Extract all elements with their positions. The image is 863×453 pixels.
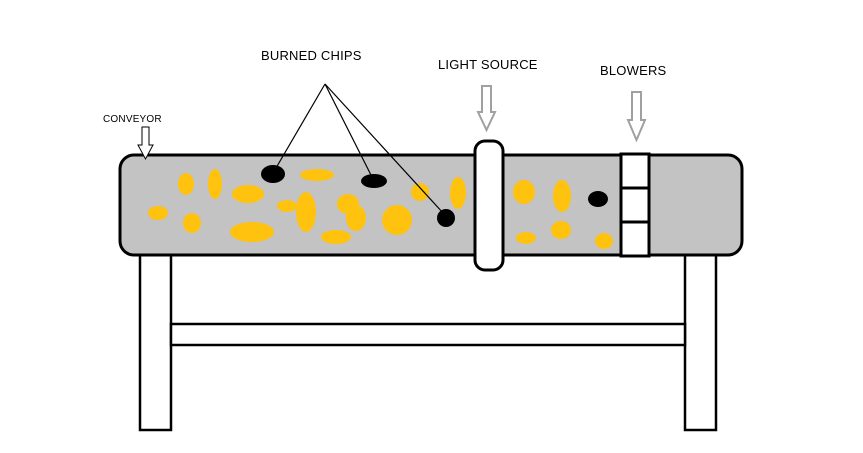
burned-chips-label: BURNED CHIPS (261, 48, 362, 63)
chip (208, 169, 222, 199)
chip (277, 200, 297, 212)
chip (450, 177, 466, 209)
chip (382, 205, 412, 235)
light-source (473, 139, 505, 272)
chip (411, 183, 429, 201)
chip (148, 206, 168, 220)
chip (178, 173, 194, 195)
conveyor-label: CONVEYOR (103, 114, 162, 125)
light-source-arrow (476, 85, 497, 133)
blowers-label: BLOWERS (600, 63, 667, 78)
burned-chips (261, 165, 608, 227)
blowers-unit (619, 152, 651, 258)
burned-chips-pointers (275, 83, 445, 215)
crossbar (169, 322, 687, 347)
blowers-arrow (626, 91, 647, 143)
chip (300, 169, 334, 181)
burned-chip (261, 165, 285, 183)
chip (553, 180, 571, 212)
chip (595, 233, 613, 249)
chip (321, 230, 351, 244)
chip (513, 180, 535, 204)
burned-chip (437, 209, 455, 227)
burned-chip (361, 174, 387, 188)
good-chips (148, 169, 613, 249)
light-source-label: LIGHT SOURCE (438, 57, 538, 72)
chip (551, 221, 571, 239)
chip (516, 232, 536, 244)
right-leg (683, 253, 718, 432)
chip (346, 205, 366, 231)
chip (230, 222, 274, 242)
conveyor-arrow (137, 126, 154, 161)
chip (183, 213, 201, 233)
chip (296, 192, 316, 232)
burned-chip (588, 191, 608, 207)
chip (232, 185, 264, 203)
left-leg (138, 253, 173, 432)
